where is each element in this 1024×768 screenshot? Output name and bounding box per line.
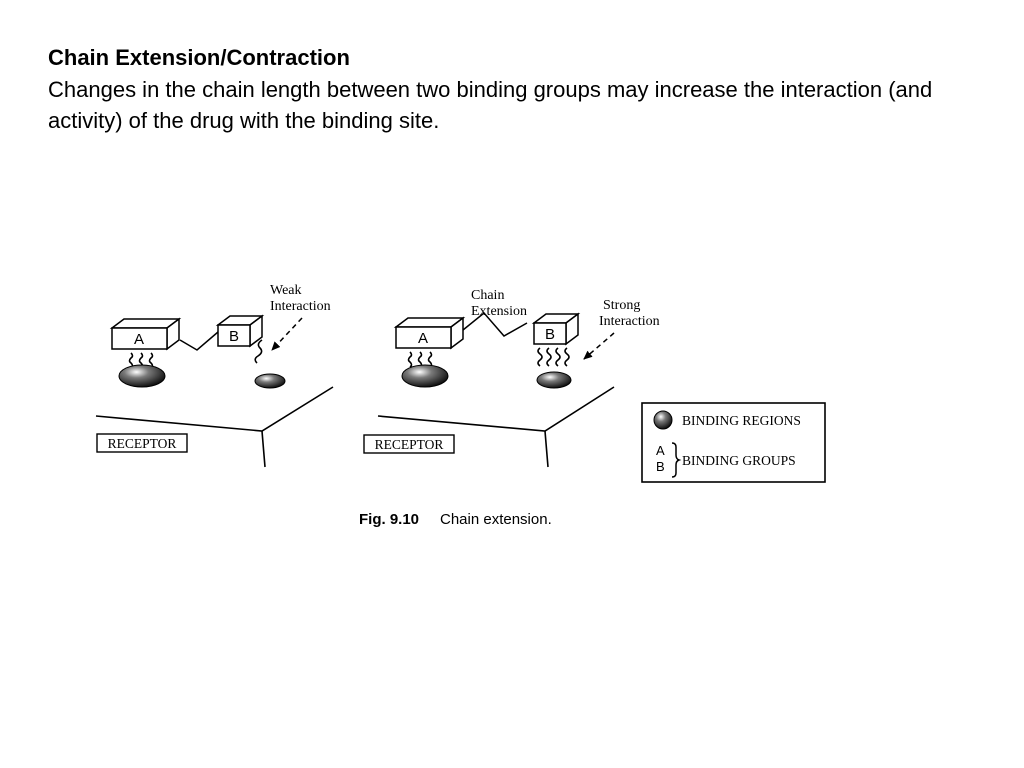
left-annotation-arrow bbox=[271, 317, 303, 351]
left-binding-group-a-box bbox=[109, 317, 182, 351]
legend-brace-icon bbox=[671, 442, 682, 478]
right-annotation-arrow bbox=[583, 332, 615, 360]
caption-number: Fig. 9.10 bbox=[359, 511, 419, 528]
right-binding-group-b-box bbox=[531, 312, 581, 346]
right-annotation-line1: Strong bbox=[603, 298, 640, 313]
left-group-b-letter: B bbox=[229, 328, 239, 345]
right-panel: RECEPTOR A B bbox=[363, 288, 660, 468]
legend-binding-regions: BINDING REGIONS bbox=[682, 413, 801, 428]
left-group-a-letter: A bbox=[134, 331, 144, 348]
left-weak-interaction-squiggle bbox=[254, 339, 263, 364]
chain-extension-label-line1: Chain bbox=[471, 288, 504, 303]
right-receptor-surface bbox=[377, 386, 615, 468]
left-annotation-line2: Interaction bbox=[270, 299, 331, 314]
left-annotation-line1: Weak bbox=[270, 283, 302, 298]
slide-body-text: Changes in the chain length between two … bbox=[48, 77, 933, 133]
right-binding-group-a-box bbox=[393, 316, 466, 350]
figure-caption: Fig. 9.10 Chain extension. bbox=[359, 511, 552, 528]
svg-text:RECEPTOR: RECEPTOR bbox=[375, 437, 444, 452]
left-binding-region-b bbox=[254, 373, 286, 389]
right-receptor-label: RECEPTOR bbox=[363, 434, 455, 454]
legend-group-b-letter: B bbox=[656, 459, 665, 474]
right-binding-region-a bbox=[401, 364, 449, 388]
right-group-a-letter: A bbox=[418, 330, 428, 347]
right-binding-region-b bbox=[536, 371, 572, 389]
left-binding-region-a bbox=[118, 364, 166, 388]
right-annotation-line2: Interaction bbox=[599, 314, 660, 329]
right-strong-interaction-squiggles-b bbox=[537, 347, 570, 367]
legend-box: BINDING REGIONS A B BINDING GROUPS bbox=[641, 402, 826, 483]
legend-binding-groups: BINDING GROUPS bbox=[682, 453, 796, 468]
right-group-b-letter: B bbox=[545, 326, 555, 343]
slide-title: Chain Extension/Contraction bbox=[48, 45, 350, 70]
left-panel: RECEPTOR A B Weak Intera bbox=[95, 283, 334, 468]
binding-region-legend-icon bbox=[653, 410, 673, 430]
svg-text:RECEPTOR: RECEPTOR bbox=[108, 436, 177, 451]
caption-text: Chain extension. bbox=[440, 511, 552, 528]
left-receptor-surface bbox=[95, 386, 334, 468]
legend-group-a-letter: A bbox=[656, 443, 665, 458]
right-extended-chain bbox=[462, 311, 528, 337]
chain-extension-label-line2: Extension bbox=[471, 304, 527, 319]
left-chain bbox=[179, 331, 219, 351]
left-receptor-label: RECEPTOR bbox=[96, 433, 188, 453]
left-binding-group-b-box bbox=[215, 314, 265, 348]
